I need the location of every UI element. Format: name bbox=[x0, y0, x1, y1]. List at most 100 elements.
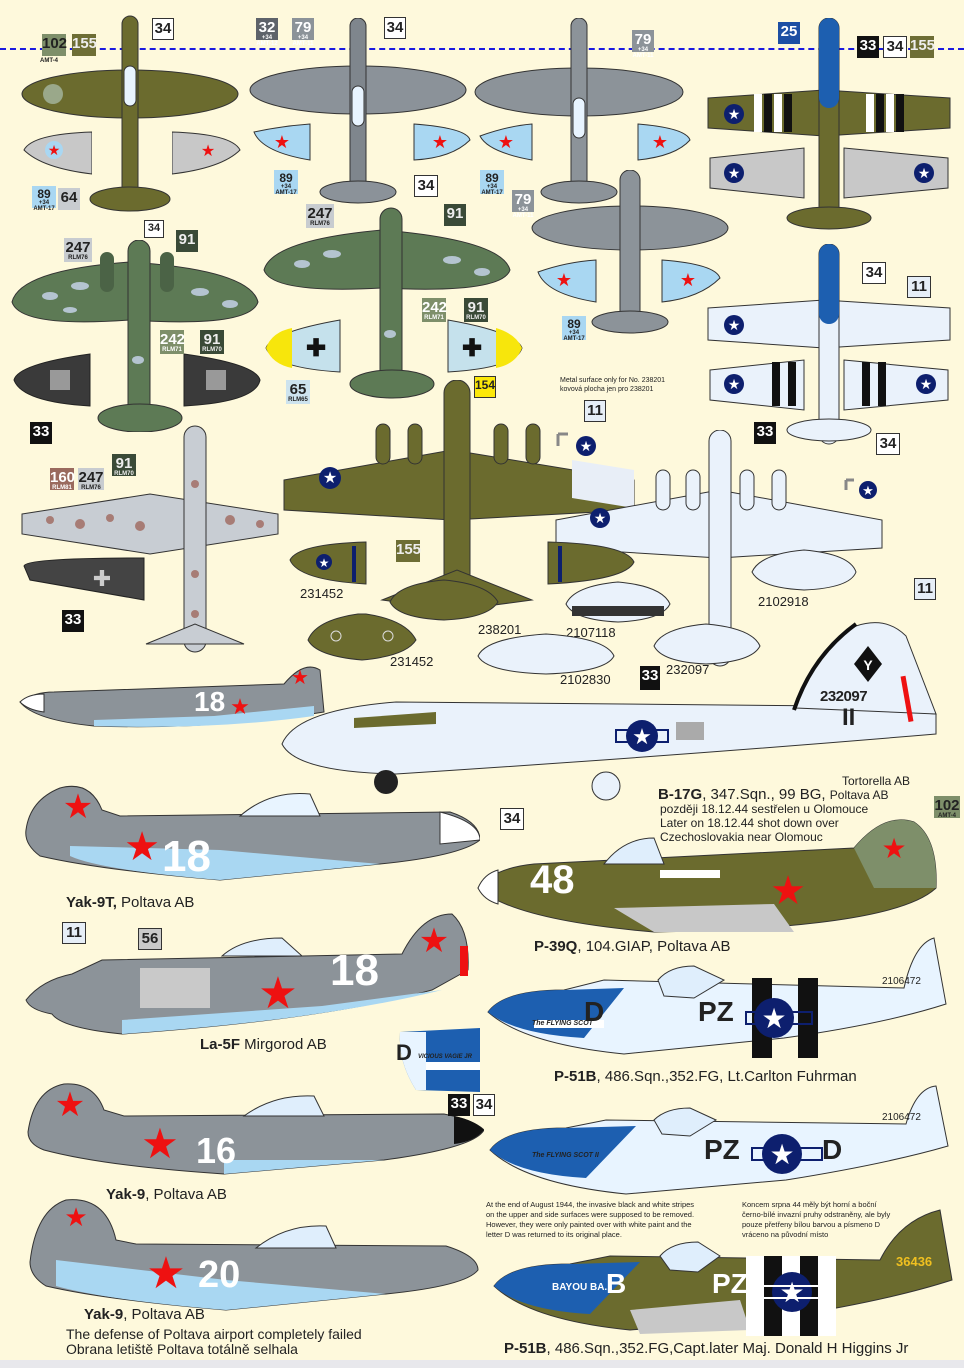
chip-89-amt17: 89+34 AMT-17 bbox=[274, 170, 298, 196]
yak9-20-number: 20 bbox=[198, 1254, 241, 1296]
chip-33: 33 bbox=[640, 666, 660, 690]
svg-text:★: ★ bbox=[918, 165, 931, 181]
chip-34: 34 bbox=[876, 433, 900, 455]
he111-wing-underside-left-black bbox=[13, 353, 91, 407]
ju88-wing-underside-black: ✚ bbox=[23, 557, 145, 601]
chip-64: 64 bbox=[58, 188, 80, 210]
serial-231452: 231452 bbox=[390, 654, 434, 669]
svg-text:★: ★ bbox=[141, 1120, 179, 1167]
caption-yak9-1: Yak-9, Poltava AB bbox=[106, 1186, 227, 1203]
yak9-16-number: 16 bbox=[196, 1130, 237, 1171]
svg-text:★: ★ bbox=[728, 317, 741, 333]
caption-yak9t: Yak-9T, Poltava AB bbox=[66, 894, 195, 911]
svg-text:★: ★ bbox=[779, 1277, 804, 1308]
b17-side-view: ★ Y bbox=[281, 622, 937, 801]
cut-line bbox=[0, 48, 964, 50]
yak9-wing-underside-left: ★ bbox=[479, 123, 533, 161]
b17-tailplane-2102830 bbox=[477, 633, 615, 675]
serial-2102830: 2102830 bbox=[560, 672, 611, 687]
svg-text:★: ★ bbox=[770, 869, 806, 913]
b17-tailplane-olive-right bbox=[547, 541, 635, 585]
chip-34: 34 bbox=[883, 36, 907, 58]
chip-33: 33 bbox=[62, 610, 84, 632]
p51b-fuhrman-name: The FLYING SCOT bbox=[532, 1020, 593, 1027]
chip-11: 11 bbox=[914, 578, 936, 600]
caption-la5f: La-5F Mirgorod AB bbox=[200, 1036, 327, 1053]
yak9-top-view bbox=[474, 18, 684, 204]
b17-top-insignia-olive: ★ bbox=[556, 432, 596, 456]
b17-fin-mark: II bbox=[842, 704, 856, 731]
svg-text:★: ★ bbox=[323, 470, 337, 487]
caption-yak9-2-en: The defense of Poltava airport completel… bbox=[66, 1326, 362, 1342]
p51b-flying-scot-ii-code: PZ bbox=[704, 1134, 740, 1165]
p39-top-view bbox=[21, 15, 239, 212]
chip-33: 33 bbox=[754, 422, 776, 444]
p51b-higgins-code: PZ bbox=[712, 1268, 748, 1299]
p51b-higgins-side-view: ★ bbox=[493, 1209, 953, 1336]
p51-note-english: At the end of August 1944, the invasive … bbox=[486, 1200, 695, 1239]
p51-vicious-letter: D bbox=[396, 1040, 412, 1065]
chip-34: 34 bbox=[152, 18, 174, 40]
svg-text:Y: Y bbox=[863, 657, 873, 673]
p51-note-czech: Koncem srpna 44 měly být horní a boční č… bbox=[742, 1200, 891, 1239]
caption-p51b-higgins: P-51B, 486.Sqn.,352.FG,Capt.later Maj. D… bbox=[504, 1340, 909, 1357]
chip-34: 34 bbox=[414, 175, 438, 197]
chip-89-amt17: 89+34 AMT-17 bbox=[32, 186, 56, 212]
chip-34: 34 bbox=[500, 808, 524, 830]
chip-sub-label: AMT-4 bbox=[40, 58, 58, 64]
chip-155: 155 bbox=[396, 540, 421, 562]
la5-top-view bbox=[531, 170, 729, 334]
chip-11: 11 bbox=[584, 400, 606, 422]
p51-top-view-white: ★ ★ ★ bbox=[707, 244, 951, 445]
yak9t-side-view: ★ ★ bbox=[25, 785, 480, 881]
svg-text:★: ★ bbox=[881, 833, 906, 864]
svg-text:★: ★ bbox=[146, 1249, 185, 1298]
p51b-flying-scot-ii-side-view: ★ bbox=[489, 1085, 949, 1195]
chip-33: 33 bbox=[857, 36, 879, 58]
yak-small-number: 18 bbox=[194, 686, 226, 717]
serial-238201: 238201 bbox=[478, 622, 522, 637]
caption-p39q: P-39Q, 104.GIAP, Poltava AB bbox=[534, 938, 731, 955]
p51b-flying-scot-ii-name: The FLYING SCOT II bbox=[532, 1152, 599, 1159]
svg-text:★: ★ bbox=[652, 132, 668, 152]
chip-89-amt17: 89+34 AMT-17 bbox=[562, 316, 586, 342]
chip-56: 56 bbox=[138, 928, 162, 950]
svg-text:★: ★ bbox=[419, 922, 449, 960]
yak9-wing-underside-right: ★ bbox=[637, 123, 691, 161]
svg-text:★: ★ bbox=[432, 132, 448, 152]
svg-text:★: ★ bbox=[580, 438, 593, 454]
b17-tailplane-231452-b bbox=[307, 613, 417, 661]
chip-155: 155 bbox=[72, 34, 97, 56]
svg-text:★: ★ bbox=[498, 132, 514, 152]
p51b-higgins-name: BAYOU BA.. bbox=[552, 1282, 610, 1293]
svg-text:★: ★ bbox=[556, 270, 572, 290]
p39-wing-underside-left: ★ bbox=[23, 131, 92, 175]
p51b-flying-scot-ii-tail-serial: 2106472 bbox=[882, 1112, 921, 1123]
svg-text:★: ★ bbox=[201, 143, 215, 160]
yak-wing-underside-left: ★ bbox=[253, 123, 311, 161]
p51b-fuhrman-code: PZ bbox=[698, 996, 734, 1027]
svg-text:★: ★ bbox=[761, 1003, 786, 1034]
svg-text:★: ★ bbox=[920, 376, 933, 392]
svg-text:★: ★ bbox=[124, 825, 160, 869]
svg-text:★: ★ bbox=[258, 969, 297, 1018]
svg-text:★: ★ bbox=[728, 106, 741, 122]
chip-33: 33 bbox=[448, 1094, 470, 1116]
chip-11: 11 bbox=[62, 922, 86, 944]
svg-text:✚: ✚ bbox=[306, 335, 326, 362]
chip-91: 91 bbox=[176, 230, 198, 252]
b17-tailplane-2107118 bbox=[565, 581, 671, 623]
chip-32-amt12: 32+34 AMT-12 bbox=[256, 18, 278, 47]
p39q-side-view: ★ ★ bbox=[477, 819, 937, 933]
b17-tailplane-232097 bbox=[653, 623, 761, 665]
svg-text:★: ★ bbox=[48, 142, 61, 158]
he111-wing-underside-right-yellow: ✚ bbox=[447, 319, 523, 373]
p51b-higgins-letter: B bbox=[606, 1268, 627, 1299]
